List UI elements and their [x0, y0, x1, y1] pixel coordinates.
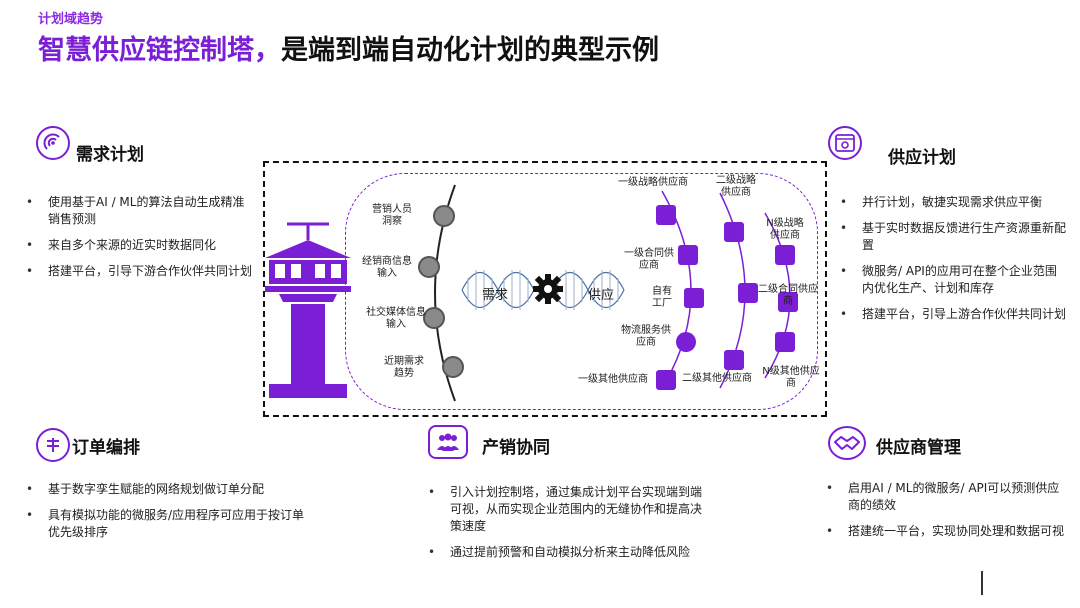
demand-supply-helix	[461, 270, 625, 310]
end-to-end-frame	[345, 173, 818, 410]
logistics-icon	[676, 332, 696, 352]
dealer-input-icon	[418, 256, 440, 278]
supplier-building-icon	[775, 245, 795, 265]
list-item: 具有模拟功能的微服务/应用程序可应用于按订单优先级排序	[22, 507, 312, 541]
supplier-management-list: 启用AI / ML的微服务/ API可以预测供应商的绩效 搭建统一平台，实现协同…	[822, 480, 1067, 549]
list-item: 启用AI / ML的微服务/ API可以预测供应商的绩效	[822, 480, 1067, 514]
supplier-label: 二级战略供应商	[716, 175, 756, 198]
supplier-label: 一级合同供应商	[624, 248, 674, 271]
section-kicker: 计划域趋势	[38, 12, 104, 27]
radar-icon	[36, 126, 70, 160]
supplier-building-icon	[656, 370, 676, 390]
input-label: 营销人员洞察	[372, 204, 412, 227]
title-accent: 智慧供应链控制塔，	[38, 35, 281, 66]
control-tower-icon	[265, 222, 351, 398]
supplier-label: 二级其他供应商	[682, 373, 752, 384]
demand-label: 需求	[482, 288, 509, 303]
sop-list: 引入计划控制塔，通过集成计划平台实现端到端可视，从而实现企业范围内的无缝协作和提…	[424, 484, 704, 570]
supplier-label: 一级战略供应商	[618, 177, 688, 188]
supplier-building-icon	[738, 283, 758, 303]
supplier-building-icon	[778, 292, 798, 312]
supplier-label: 物流服务供应商	[621, 325, 671, 348]
list-item: 基于数字孪生赋能的网络规划做订单分配	[22, 481, 312, 498]
list-item: 并行计划，敏捷实现需求供应平衡	[836, 194, 1068, 211]
supplier-building-icon	[724, 350, 744, 370]
list-item: 基于实时数据反馈进行生产资源重新配置	[836, 220, 1068, 254]
supply-plan-title: 供应计划	[888, 148, 956, 168]
gear-icon	[533, 274, 563, 304]
demand-trend-icon	[442, 356, 464, 378]
supplier-building-icon	[724, 222, 744, 242]
order-orchestration-title: 订单编排	[72, 438, 140, 458]
demand-plan-title: 需求计划	[76, 145, 144, 165]
list-item: 搭建平台，引导下游合作伙伴共同计划	[22, 263, 254, 280]
social-media-icon	[423, 307, 445, 329]
supplier-label: 自有工厂	[652, 286, 672, 309]
supplier-building-icon	[678, 245, 698, 265]
team-icon	[428, 425, 468, 459]
sop-title: 产销协同	[482, 438, 550, 458]
list-item: 来自多个来源的近实时数据同化	[22, 237, 254, 254]
supplier-label: N级战略供应商	[766, 218, 804, 241]
browser-gear-icon	[828, 126, 862, 160]
input-label: 社交媒体信息输入	[366, 307, 426, 330]
list-item: 微服务/ API的应用可在整个企业范围内优化生产、计划和库存	[836, 263, 1068, 297]
supplier-building-icon	[775, 332, 795, 352]
supplier-label: 二级合同供应商	[758, 284, 818, 307]
order-orchestration-list: 基于数字孪生赋能的网络规划做订单分配 具有模拟功能的微服务/应用程序可应用于按订…	[22, 481, 312, 550]
list-item: 搭建平台，引导上游合作伙伴共同计划	[836, 306, 1068, 323]
supply-label: 供应	[588, 288, 615, 303]
list-item: 引入计划控制塔，通过集成计划平台实现端到端可视，从而实现企业范围内的无缝协作和提…	[424, 484, 704, 535]
title-rest: 是端到端自动化计划的典型示例	[281, 35, 659, 66]
factory-icon	[684, 288, 704, 308]
demand-plan-list: 使用基于AI / ML的算法自动生成精准销售预测 来自多个来源的近实时数据同化 …	[22, 194, 254, 289]
handshake-icon	[828, 426, 866, 460]
input-label: 经销商信息输入	[362, 256, 412, 279]
supplier-label: N级其他供应商	[762, 366, 820, 389]
list-item: 搭建统一平台，实现协同处理和数据可视	[822, 523, 1067, 540]
control-tower-frame	[263, 161, 827, 417]
supplier-label: 一级其他供应商	[578, 374, 648, 385]
marketing-insight-icon	[433, 205, 455, 227]
divider	[981, 571, 983, 595]
input-label: 近期需求趋势	[384, 356, 424, 379]
supplier-building-icon	[656, 205, 676, 225]
order-icon	[36, 428, 70, 462]
page-title: 智慧供应链控制塔，是端到端自动化计划的典型示例	[38, 28, 659, 67]
list-item: 通过提前预警和自动模拟分析来主动降低风险	[424, 544, 704, 561]
list-item: 使用基于AI / ML的算法自动生成精准销售预测	[22, 194, 254, 228]
supply-plan-list: 并行计划，敏捷实现需求供应平衡 基于实时数据反馈进行生产资源重新配置 微服务/ …	[836, 194, 1068, 332]
supplier-management-title: 供应商管理	[876, 438, 961, 458]
